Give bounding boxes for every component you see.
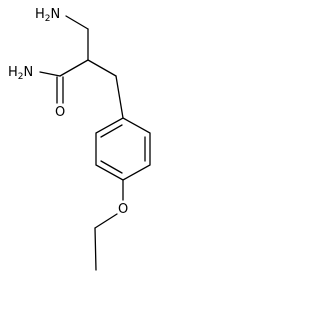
bond-aminomethyl-n bbox=[65, 15, 89, 30]
amine-subscript: 2 bbox=[45, 14, 51, 24]
amide-n: N bbox=[24, 65, 34, 80]
ring-double-bond-3 bbox=[100, 160, 123, 174]
bond-ether-o-ch2 bbox=[94, 213, 118, 229]
amide-subscript: 2 bbox=[18, 72, 24, 82]
bond-carbonyl-amide-n bbox=[39, 71, 61, 77]
amine-h: H bbox=[35, 7, 45, 22]
benzene-ring bbox=[95, 117, 151, 181]
amine-nh2-label: H2N bbox=[35, 7, 60, 24]
amine-n: N bbox=[51, 7, 61, 22]
chemical-structure: H2N H2N O O bbox=[8, 7, 151, 271]
bond-skeleton bbox=[39, 15, 151, 271]
ether-oxygen-label: O bbox=[118, 202, 128, 217]
bond-benzylic-ring bbox=[115, 75, 124, 119]
ring-double-bond-2 bbox=[100, 124, 123, 138]
bond-alpha-benzylic bbox=[87, 59, 117, 77]
bond-ethyl-ch3 bbox=[94, 227, 97, 271]
bond-alpha-carbonyl bbox=[59, 59, 89, 77]
carbonyl-oxygen-label: O bbox=[55, 105, 65, 120]
amide-h: H bbox=[8, 65, 18, 80]
amide-nh2-label: H2N bbox=[8, 65, 33, 82]
